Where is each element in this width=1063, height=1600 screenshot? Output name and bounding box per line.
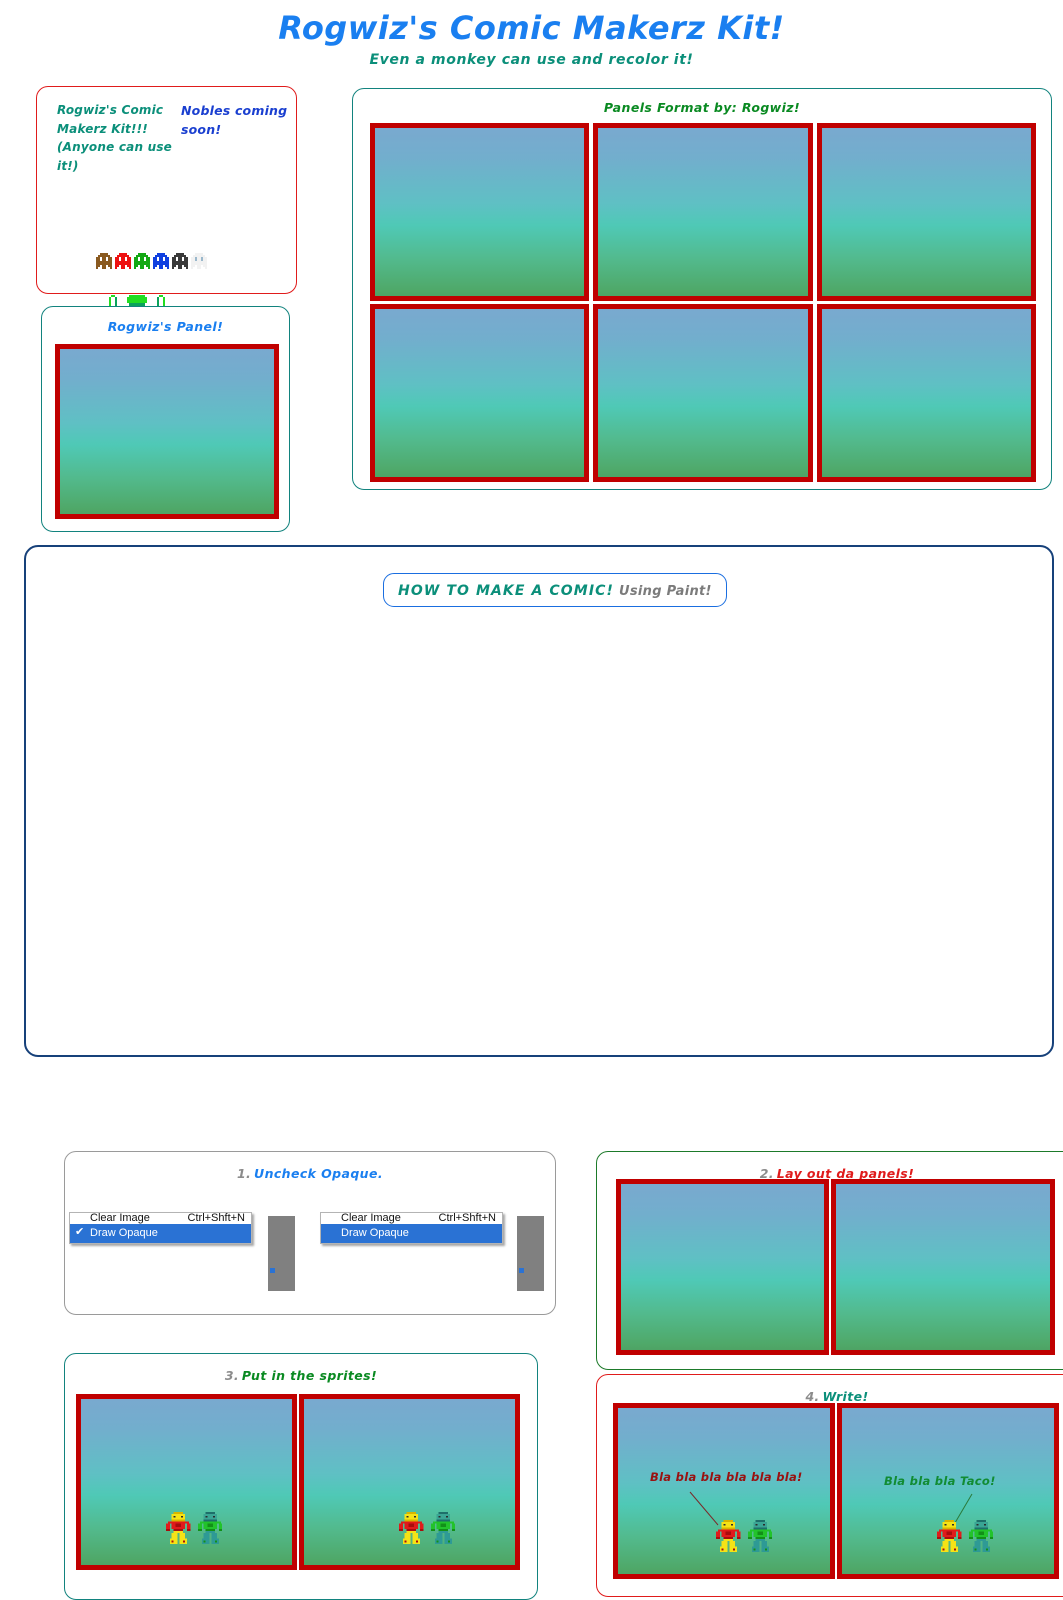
page-header: Rogwiz's Comic Makerz Kit! Even a monkey… bbox=[0, 9, 1063, 68]
step-3-number: 3. bbox=[224, 1368, 239, 1383]
comic-panel bbox=[76, 1394, 297, 1570]
info-right-line-1: Nobles coming bbox=[181, 103, 288, 118]
comic-panel bbox=[593, 123, 813, 301]
robot-red-yellow-sprite bbox=[399, 1512, 424, 1545]
blob-sprite-row bbox=[96, 253, 207, 269]
how-to-title: HOW TO MAKE A COMIC! bbox=[398, 583, 614, 599]
blob-green-sprite bbox=[134, 253, 150, 269]
info-left-line-3: (Anyone can use it!) bbox=[57, 140, 172, 173]
sprite-pair-small bbox=[937, 1520, 994, 1553]
paint-menu-checked[interactable]: Clear Image Ctrl+Shft+N ✔ Draw Opaque bbox=[69, 1212, 252, 1244]
step-2-card: 2.Lay out da panels! bbox=[596, 1151, 1063, 1370]
menu-item-draw-opaque[interactable]: Draw Opaque bbox=[321, 1224, 502, 1243]
menu-item-clear-image-shortcut: Ctrl+Shft+N bbox=[187, 1213, 245, 1224]
sprite-pair-small bbox=[399, 1512, 456, 1545]
dialogue-pointer-left bbox=[689, 1491, 719, 1526]
comic-panel bbox=[55, 344, 279, 519]
sprite-pair-small bbox=[166, 1512, 223, 1545]
step-1-card: 1.Uncheck Opaque. Clear Image Ctrl+Shft+… bbox=[64, 1151, 556, 1315]
step-2-panel-row bbox=[616, 1179, 1055, 1355]
menu-item-clear-image-shortcut: Ctrl+Shft+N bbox=[438, 1213, 496, 1224]
comic-panel bbox=[816, 123, 1036, 301]
how-to-container: HOW TO MAKE A COMIC! Using Paint! 1.Unche… bbox=[24, 545, 1063, 1600]
menu-item-draw-opaque-label: Draw Opaque bbox=[341, 1227, 409, 1239]
robot-red-yellow-sprite bbox=[166, 1512, 191, 1545]
step-3-label: Put in the sprites! bbox=[241, 1368, 378, 1383]
info-right-line-2: soon! bbox=[181, 122, 222, 138]
blob-brown-sprite bbox=[96, 253, 112, 269]
comic-panel bbox=[299, 1394, 520, 1570]
comic-panel bbox=[370, 304, 590, 482]
menu-item-clear-image-label: Clear Image bbox=[341, 1213, 401, 1224]
comic-panel: Bla bla bla bla bla bla! bbox=[613, 1403, 835, 1579]
blob-white-sprite bbox=[191, 253, 207, 269]
panels-format-title: Panels Format by: Rogwiz! bbox=[603, 100, 801, 115]
step-1-heading: 1.Uncheck Opaque. bbox=[65, 1163, 555, 1182]
robot-red-yellow-sprite bbox=[937, 1520, 962, 1553]
rogwiz-panel-card: Rogwiz's Panel! bbox=[41, 306, 290, 532]
blue-swatch-icon bbox=[270, 1268, 275, 1273]
robot-green-teal-sprite bbox=[430, 1512, 456, 1545]
blob-blue-sprite bbox=[153, 253, 169, 269]
sprite-pair-small bbox=[716, 1520, 773, 1553]
how-to-subtitle: Using Paint! bbox=[619, 584, 712, 599]
checkmark-icon: ✔ bbox=[75, 1226, 85, 1238]
info-left-line-1: Rogwiz's Comic bbox=[57, 103, 164, 117]
page-title: Rogwiz's Comic Makerz Kit! bbox=[278, 9, 785, 47]
menu-item-draw-opaque-label: Draw Opaque bbox=[90, 1227, 158, 1239]
menu-item-clear-image[interactable]: Clear Image Ctrl+Shft+N bbox=[321, 1213, 502, 1224]
robot-green-teal-sprite bbox=[968, 1520, 994, 1553]
step-4-number: 4. bbox=[805, 1389, 820, 1404]
paint-toolbar-strip-left bbox=[268, 1216, 295, 1291]
step-3-heading: 3.Put in the sprites! bbox=[65, 1365, 537, 1384]
page-subtitle: Even a monkey can use and recolor it! bbox=[369, 51, 694, 68]
comic-panel bbox=[831, 1179, 1055, 1355]
panels-format-card: Panels Format by: Rogwiz! bbox=[352, 88, 1052, 490]
dialogue-pointer-right bbox=[951, 1493, 973, 1529]
info-left-line-2: Makerz Kit!!! bbox=[57, 121, 148, 136]
paint-toolbar-strip-right bbox=[517, 1216, 544, 1291]
step-4-card: 4.Write! Bla bla bla bla bla bla! Bla bl… bbox=[596, 1374, 1063, 1597]
paint-menu-unchecked[interactable]: Clear Image Ctrl+Shft+N Draw Opaque bbox=[320, 1212, 503, 1244]
rogwiz-panel-title: Rogwiz's Panel! bbox=[107, 319, 224, 334]
step-1-number: 1. bbox=[236, 1166, 252, 1181]
how-to-header-badge: HOW TO MAKE A COMIC! Using Paint! bbox=[383, 573, 727, 607]
step-4-panel-row: Bla bla bla bla bla bla! Bla bla bla Tac… bbox=[613, 1403, 1059, 1579]
robot-green-teal-sprite bbox=[197, 1512, 223, 1545]
menu-item-draw-opaque[interactable]: ✔ Draw Opaque bbox=[70, 1224, 251, 1243]
menu-item-clear-image[interactable]: Clear Image Ctrl+Shft+N bbox=[70, 1213, 251, 1224]
robot-red-yellow-sprite bbox=[716, 1520, 741, 1553]
comic-panel bbox=[593, 304, 813, 482]
menu-item-clear-image-label: Clear Image bbox=[90, 1213, 150, 1224]
blob-red-sprite bbox=[115, 253, 131, 269]
panel-grid bbox=[370, 123, 1036, 482]
comic-panel bbox=[370, 123, 590, 301]
comic-panel bbox=[816, 304, 1036, 482]
robot-green-teal-sprite bbox=[747, 1520, 773, 1553]
step-4-label: Write! bbox=[822, 1389, 869, 1404]
blue-swatch-icon bbox=[519, 1268, 524, 1273]
step-3-card: 3.Put in the sprites! bbox=[64, 1353, 538, 1600]
blob-dark-sprite bbox=[172, 253, 188, 269]
comic-panel: Bla bla bla Taco! bbox=[837, 1403, 1059, 1579]
info-box-left-text: Rogwiz's Comic Makerz Kit!!! (Anyone can… bbox=[57, 101, 185, 175]
info-box-right-text: Nobles coming soon! bbox=[181, 101, 291, 140]
info-box: Rogwiz's Comic Makerz Kit!!! (Anyone can… bbox=[36, 86, 297, 353]
comic-panel bbox=[616, 1179, 829, 1355]
step-3-panel-row bbox=[76, 1394, 520, 1570]
step-1-label: Uncheck Opaque. bbox=[254, 1166, 384, 1181]
